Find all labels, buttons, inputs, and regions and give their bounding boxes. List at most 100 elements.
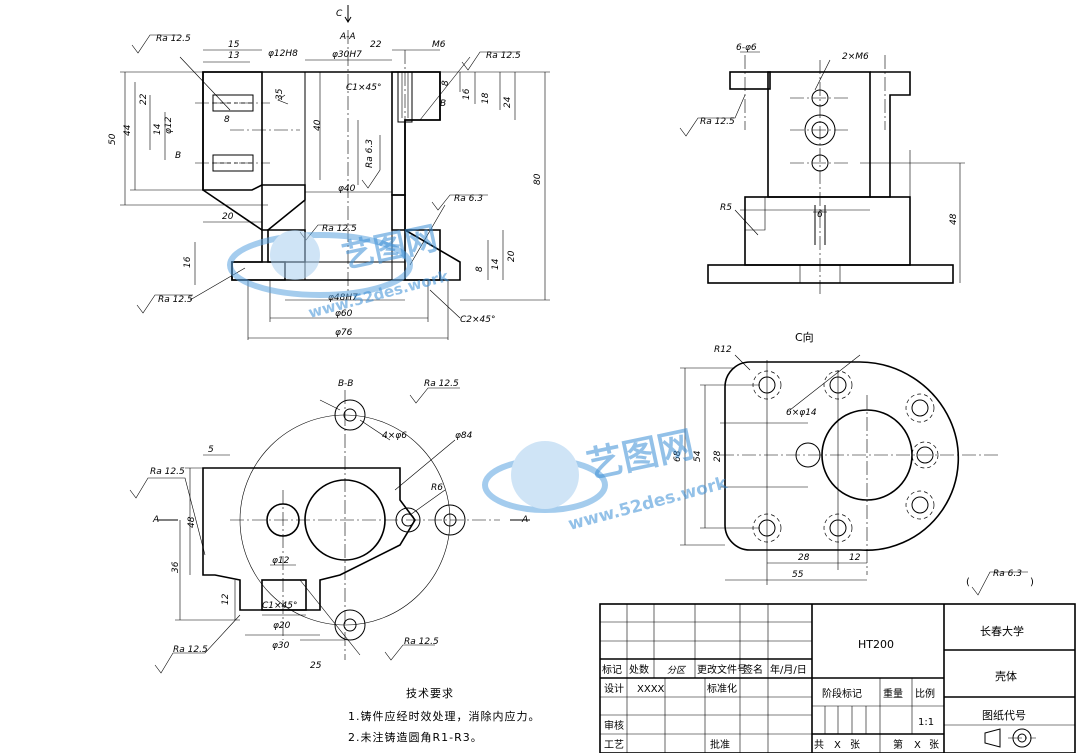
dim-80: 80: [533, 173, 543, 185]
dim-44: 44: [123, 124, 133, 136]
dim-phi40: φ40: [338, 184, 356, 194]
dim-20: 20: [222, 212, 234, 222]
ra-aa-1: Ra 12.5: [156, 34, 191, 44]
dim-28-c: 28: [798, 553, 810, 563]
dim-48-side: 48: [949, 213, 959, 225]
dim-18r: 18: [481, 92, 491, 104]
dim-phi20: φ20: [273, 621, 291, 631]
dim-8b: 8: [475, 266, 485, 272]
dim-phi84: φ84: [455, 431, 473, 441]
ra-aa-4: Ra 12.5: [322, 224, 357, 234]
dim-40: 40: [313, 119, 323, 131]
tb-nth-label: 第: [893, 738, 903, 751]
technical-requirements: 技术要求 1.铸件应经时效处理，消除内应力。 2.未注铸造圆角R1-R3。: [348, 687, 541, 744]
ra-bb-1: Ra 12.5: [424, 379, 459, 389]
ra-aa-5: Ra 12.5: [158, 295, 193, 305]
section-bb-labels: B-B Ra 12.5 Ra 12.5 Ra 12.5 Ra 12.5 5 4×…: [150, 379, 528, 671]
dim-14b: 14: [491, 258, 501, 270]
dim-phi12-aa: φ12: [164, 116, 174, 134]
tb-nth-x: X: [914, 740, 921, 751]
tb-drawing-code: 图纸代号: [982, 709, 1026, 722]
tb-part-name: 壳体: [995, 669, 1017, 683]
dim-phi76: φ76: [335, 328, 353, 338]
tb-process-label: 工艺: [604, 739, 624, 751]
dim-phi12-bb: φ12: [272, 556, 290, 566]
dim-68: 68: [673, 450, 683, 462]
label-view-c: C向: [795, 330, 814, 344]
requirement-1: 1.铸件应经时效处理，消除内应力。: [348, 709, 541, 723]
dim-phi30: φ30: [272, 641, 290, 651]
watermark: [227, 230, 608, 513]
dim-20b: 20: [507, 250, 517, 262]
tb-weight-label: 重量: [883, 687, 903, 700]
dim-48-bb: 48: [187, 516, 197, 528]
ra-aa-6: Ra 6.3: [365, 139, 375, 168]
section-bb-view: [129, 387, 530, 674]
dim-36: 36: [171, 561, 181, 573]
ra-aa-2: Ra 12.5: [486, 51, 521, 61]
dim-6phi6: 6-φ6: [736, 43, 757, 53]
dim-8: 8: [224, 115, 230, 125]
dim-r6: R6: [431, 483, 443, 493]
dim-m6: M6: [432, 40, 446, 50]
label-a-right: A: [521, 515, 528, 525]
dim-54: 54: [693, 450, 703, 462]
dim-12-bb: 12: [221, 593, 231, 605]
dim-4phi6: 4×φ6: [382, 431, 407, 441]
dim-55: 55: [792, 570, 804, 580]
tb-label-count: 处数: [629, 663, 649, 676]
section-aa-view: [120, 5, 550, 340]
dim-c2: C2×45°: [460, 315, 496, 325]
view-c-labels: C向 R12 6×φ14 68 54 28 28 12 55 ( Ra 6.3 …: [673, 330, 1034, 588]
dim-r12: R12: [714, 345, 732, 355]
dim-22v: 22: [139, 93, 149, 105]
requirement-2: 2.未注铸造圆角R1-R3。: [348, 730, 483, 744]
dim-14: 14: [153, 123, 163, 135]
dim-16r: 16: [462, 88, 472, 100]
side-view: [679, 51, 965, 295]
tb-label-date: 年/月/日: [770, 663, 807, 676]
dim-13: 13: [228, 51, 240, 61]
dim-28v: 28: [713, 450, 723, 462]
watermark-brand-2: 艺图网: [583, 424, 697, 487]
tb-design-value: XXXX: [637, 684, 665, 695]
view-c: [680, 354, 1028, 596]
ra-side: Ra 12.5: [700, 117, 735, 127]
tb-approve-label: 批准: [710, 738, 730, 751]
tb-school: 长春大学: [980, 624, 1024, 638]
dim-16: 16: [183, 256, 193, 268]
tb-scale-value: 1:1: [918, 717, 934, 728]
b-mark-2: B: [175, 151, 181, 161]
dim-5: 5: [208, 445, 214, 455]
dim-6phi14: 6×φ14: [786, 408, 817, 418]
dim-r5: R5: [720, 203, 732, 213]
tb-scale-label: 比例: [915, 687, 935, 700]
ra-bb-2: Ra 12.5: [150, 467, 185, 477]
label-section-bb: B-B: [338, 379, 353, 389]
dim-12-c: 12: [849, 553, 861, 563]
title-block: [599, 603, 1076, 753]
dim-8r: 8: [441, 80, 451, 86]
b-mark-1: B: [440, 99, 446, 109]
dim-25: 25: [310, 661, 322, 671]
dim-phi12h8: φ12H8: [268, 49, 298, 59]
general-roughness-close: ): [1030, 577, 1034, 588]
dim-c1: C1×45°: [346, 83, 382, 93]
dim-24r: 24: [503, 96, 513, 108]
ra-aa-3: Ra 6.3: [454, 194, 483, 204]
tb-standard-label: 标准化: [707, 682, 737, 695]
dim-35: 35: [275, 88, 285, 100]
ra-bb-4: Ra 12.5: [404, 637, 439, 647]
tb-review-label: 审核: [604, 719, 624, 732]
dim-22: 22: [370, 40, 382, 50]
label-c-arrow: C: [336, 9, 343, 19]
tb-design-label: 设计: [604, 682, 624, 695]
section-aa-labels: C A-A Ra 12.5 Ra 12.5 Ra 6.3 Ra 12.5 Ra …: [108, 9, 543, 338]
dim-2m6: 2×M6: [842, 52, 869, 62]
general-roughness-open: (: [966, 577, 970, 588]
ra-general: Ra 6.3: [993, 569, 1022, 579]
tb-stage-label: 阶段标记: [822, 687, 862, 700]
label-a-left: A: [152, 515, 159, 525]
